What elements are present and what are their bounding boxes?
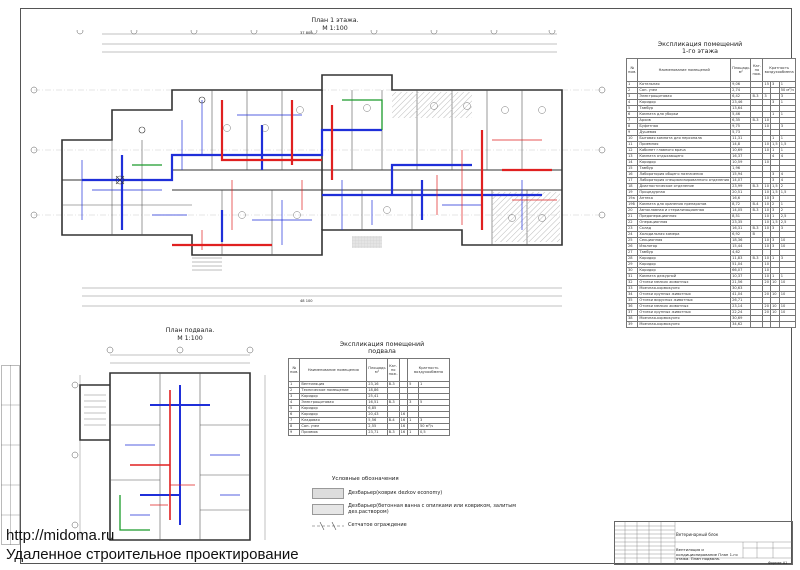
- plan1-supply-branches: [81, 100, 523, 245]
- column-header: Кратность воздухообмена: [762, 58, 796, 82]
- explication1-table: № пом. Наименование помещений Площадь м²…: [625, 58, 796, 328]
- explication1-subtitle: 1-го этажа: [682, 48, 718, 55]
- explication-basement-subtitle: подвала: [368, 348, 396, 355]
- basement-partitions: [110, 373, 250, 540]
- title-block: [614, 521, 793, 565]
- plan1-scale: М 1:100: [322, 25, 348, 32]
- basement-plan-drawing: [71, 346, 266, 541]
- table-cell: 34,62: [730, 321, 752, 328]
- legend-swatch-coverlet: [312, 488, 344, 499]
- plan1-dimension-total-bottom: 48 100: [300, 299, 313, 303]
- titleblock-sheet-name: Вентиляция и кондиционирование План 1-го…: [676, 547, 738, 561]
- left-approval-strip: [1, 365, 20, 545]
- table-cell: В-3: [386, 429, 400, 436]
- plan1-dimension-lines: [82, 33, 562, 307]
- plan1-room-markers: [223, 102, 546, 222]
- watermark: http://midoma.ru Удаленное строительное …: [6, 526, 299, 564]
- basement-dimension-lines: [79, 354, 266, 540]
- legend-title: Условные обозначения: [332, 476, 399, 482]
- plan1-title: План 1 этажа.: [311, 17, 359, 24]
- plan1-supply-ducts: [82, 125, 542, 242]
- plan1-dimension-total-top: 37 800: [300, 31, 313, 35]
- legend-item: Дезбарьер(коврик dezkov economy): [348, 490, 443, 496]
- legend-item: Дезбарьер(бетонная ванна с опилками или …: [348, 503, 517, 515]
- plan1-drawing: [30, 30, 606, 307]
- table-cell: 1: [407, 429, 419, 436]
- plan1-hatched-zone: [392, 92, 472, 118]
- table-cell: [750, 321, 764, 328]
- plan1-fan-symbols: [115, 96, 206, 185]
- titleblock-object: Ветеринарный блок: [676, 532, 719, 537]
- plan1-exhaust-ducts: [172, 100, 552, 247]
- column-header: Площадь м²: [730, 58, 752, 82]
- explication-basement-table: № пом. Наименование помещения Площадь м²…: [287, 358, 450, 436]
- plan1-green-ducts: [132, 99, 383, 166]
- basement-plan-title: План подвала.: [165, 327, 215, 334]
- table-cell: 23,71: [366, 429, 388, 436]
- column-header: [398, 358, 409, 382]
- table-cell: Приямок: [299, 429, 368, 436]
- plan1-axis-bubbles: [30, 30, 606, 219]
- column-header: № пом.: [625, 58, 639, 82]
- basement-walls: [79, 372, 251, 541]
- basement-supply-branches: [125, 444, 240, 516]
- table-cell: Моечная-кормокухня: [637, 321, 732, 328]
- column-header: Кат. по пож.: [386, 358, 400, 382]
- legend-fence-symbol: [312, 522, 344, 530]
- column-header: Наименование помещений: [637, 58, 732, 82]
- table-cell: [770, 321, 780, 328]
- plan1-exhaust-branches: [201, 139, 557, 250]
- column-header: Кратность воздухообмена: [407, 358, 450, 382]
- basement-green-duct: [119, 495, 150, 531]
- column-header: Наименование помещения: [299, 358, 368, 382]
- basement-plan-scale: М 1:100: [177, 335, 203, 342]
- table-cell: [762, 321, 771, 328]
- explication1-title: Экспликация помещений: [657, 41, 743, 48]
- basement-exhaust-branches: [150, 484, 195, 506]
- plan1-stair: [192, 257, 222, 271]
- legend-swatch-bath: [312, 504, 344, 515]
- table-cell: 16: [398, 429, 409, 436]
- column-header: Площадь м²: [366, 358, 388, 382]
- basement-stair: [84, 394, 106, 426]
- table-cell: Лаборатория специализированного отделени…: [637, 177, 732, 184]
- table-cell: 0,5: [418, 429, 450, 436]
- basement-exhaust-ducts: [130, 390, 171, 520]
- table-cell: 39: [625, 321, 639, 328]
- table-cell: [778, 321, 796, 328]
- watermark-slogan: Удаленное строительное проектирование: [6, 546, 299, 563]
- explication-basement-title: Экспликация помещений: [339, 341, 425, 348]
- titleblock-format: Формат А1: [768, 561, 788, 565]
- table-cell: 9: [287, 429, 301, 436]
- watermark-url[interactable]: http://midoma.ru: [6, 527, 115, 544]
- column-header: № пом.: [287, 358, 301, 382]
- plan1-disinfection-barrier: [352, 236, 382, 248]
- plan1-hatched-zone: [492, 192, 560, 242]
- basement-supply-ducts: [140, 385, 210, 525]
- basement-axis-bubbles: [71, 346, 254, 529]
- table-cell: 50 м³/ч: [778, 87, 796, 94]
- column-header: Кат. по пож.: [750, 58, 764, 82]
- legend-item: Сетчатое ограждение: [348, 522, 407, 528]
